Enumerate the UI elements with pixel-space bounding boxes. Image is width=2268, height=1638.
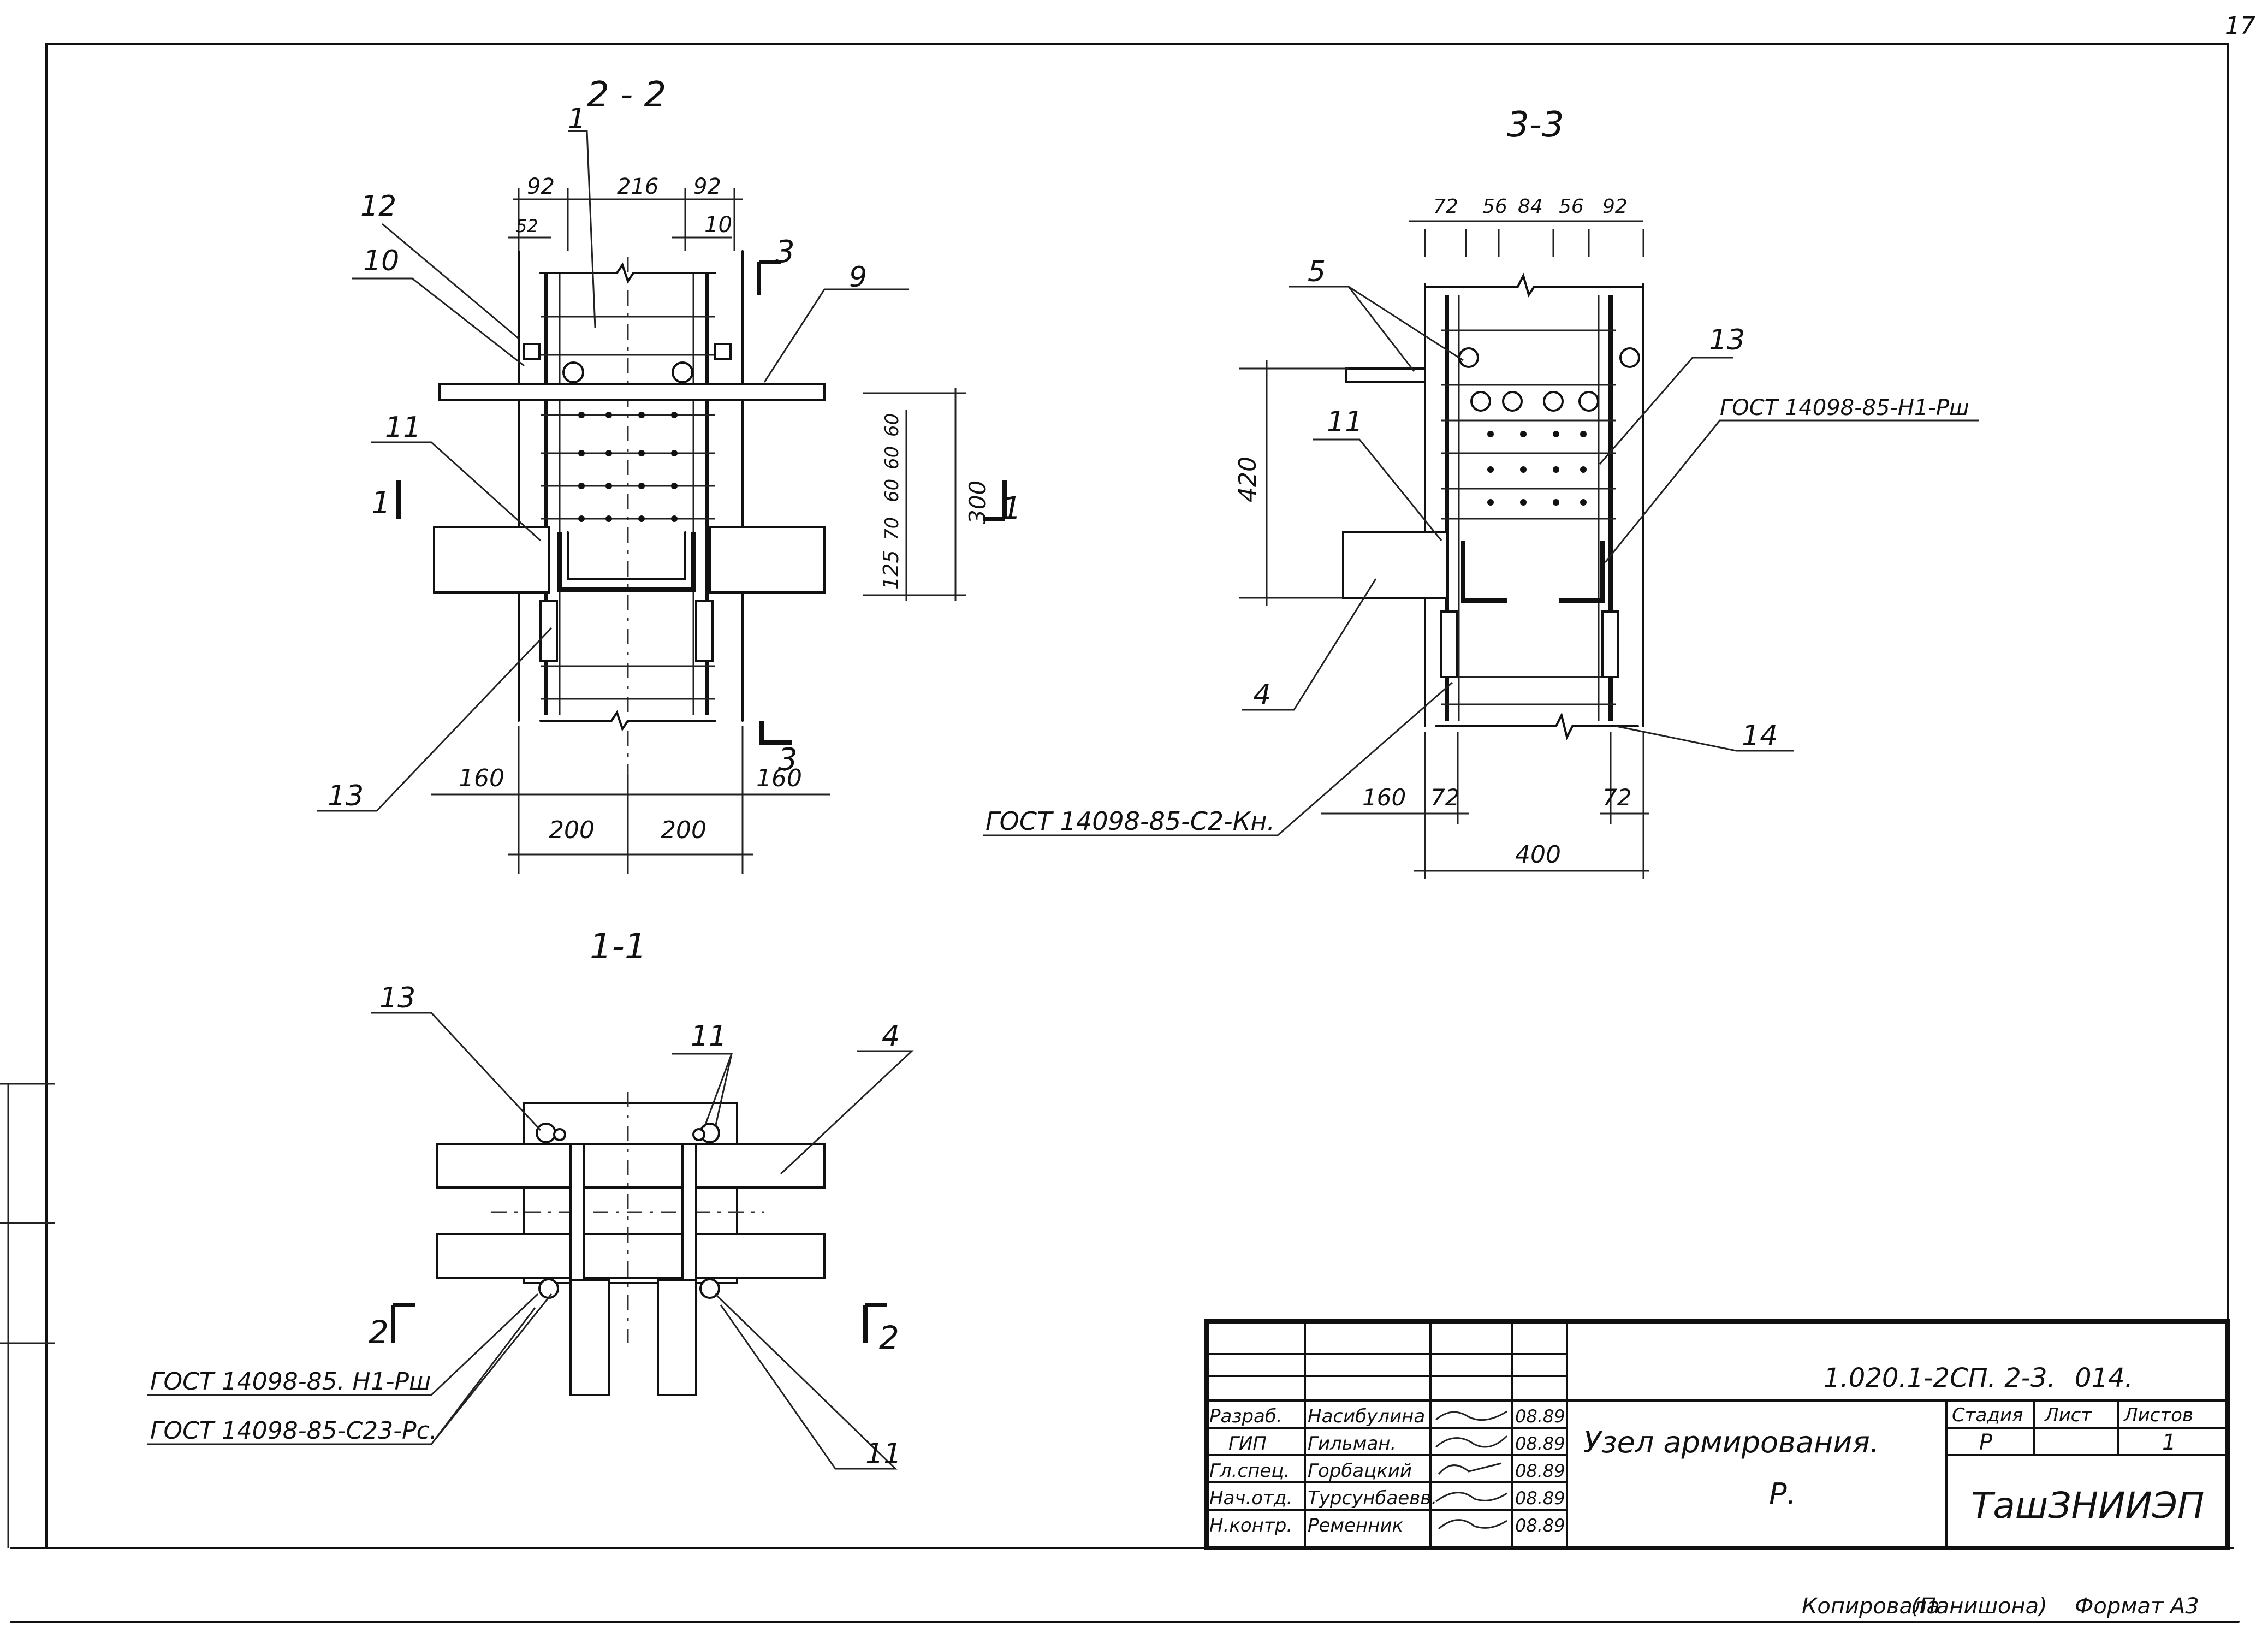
section-3-3: 3-3 5 11	[983, 105, 1979, 879]
role-glspec: Гл.спец.	[1209, 1460, 1290, 1482]
dim-400: 400	[1515, 841, 1561, 869]
section-1-1-callout-11-top: 11	[691, 1020, 727, 1053]
dim-216: 216	[617, 174, 658, 199]
role-gip: ГИП	[1228, 1433, 1267, 1455]
date-2: 08.89	[1515, 1433, 1565, 1454]
dim-10: 10	[704, 212, 732, 238]
dim-200-left: 200	[549, 816, 595, 844]
section-1-1-mark-2-left: 2	[369, 1314, 389, 1351]
doc-code: 1.020.1-2СП. 2-3.	[1824, 1363, 2056, 1393]
name-3: Горбацкий	[1308, 1460, 1412, 1482]
section-2-2-callout-11: 11	[385, 411, 421, 444]
section-1-1-callout-4: 4	[882, 1020, 900, 1053]
drawing-subtitle: Р.	[1769, 1477, 1796, 1511]
section-3-3-callout-11: 11	[1327, 406, 1363, 438]
section-2-2-callout-1-right: 1	[1002, 491, 1022, 526]
footer-format: Формат А3	[2075, 1594, 2199, 1619]
mesh-dots-3-3	[1487, 431, 1587, 506]
section-2-2-callout-3-top: 3	[775, 234, 795, 270]
dim-200-right: 200	[661, 816, 706, 844]
dim-72-top: 72	[1433, 195, 1458, 218]
section-1-1-callout-11-bottom: 11	[865, 1438, 901, 1470]
section-3-3-gost-top: ГОСТ 14098-85-Н1-Рш	[1720, 395, 1969, 420]
stage-value: Р	[1979, 1430, 1993, 1455]
section-1-1-callout-13: 13	[379, 982, 415, 1014]
section-2-2-callout-10: 10	[363, 245, 399, 277]
section-2-2-callout-13: 13	[328, 780, 364, 812]
section-3-3-callout-4: 4	[1253, 679, 1271, 711]
doc-code-suffix: 014.	[2075, 1363, 2133, 1393]
dim-125: 125	[879, 550, 903, 590]
stage-header: Стадия	[1952, 1404, 2023, 1426]
name-5: Ременник	[1308, 1515, 1404, 1536]
section-2-2-callout-1: 1	[568, 103, 586, 135]
name-2: Гильман.	[1308, 1433, 1396, 1455]
sheets-value: 1	[2162, 1430, 2176, 1455]
footer-copied: Копировала	[1802, 1594, 1940, 1619]
section-1-1: 1-1 13 11 4 11 2 2 ГОСТ 14098-85. Н1-Рш	[147, 927, 914, 1470]
mesh-dots-2-2	[578, 412, 678, 522]
section-3-3-top-dims: 72 56 84 56 92	[1409, 195, 1644, 257]
sheets-header: Листов	[2123, 1404, 2193, 1426]
role-razrab: Разраб.	[1209, 1405, 1283, 1427]
signatures	[1435, 1410, 1508, 1530]
dim-60-b: 60	[881, 446, 903, 470]
section-3-3-bottom-dims: 160 72 72 400	[1321, 732, 1649, 879]
dim-420: 420	[1234, 456, 1262, 502]
section-1-1-mark-2-right: 2	[879, 1319, 899, 1356]
dim-84: 84	[1518, 195, 1543, 218]
dim-160-left: 160	[459, 764, 504, 792]
dim-52: 52	[516, 216, 538, 236]
date-4: 08.89	[1515, 1488, 1565, 1509]
sheet-header: Лист	[2044, 1404, 2092, 1426]
dim-160-right: 160	[756, 764, 802, 792]
section-3-3-callout-5: 5	[1308, 256, 1326, 288]
section-3-3-callout-14: 14	[1742, 720, 1778, 752]
section-2-2-bottom-dims: 160 200 200 160	[431, 726, 830, 874]
sheet-number: 17	[2225, 12, 2255, 40]
section-1-1-title: 1-1	[590, 927, 647, 967]
dim-60-c: 60	[881, 413, 903, 437]
section-2-2-callout-1-left: 1	[371, 485, 391, 521]
organization: ТашЗНИИЭП	[1971, 1485, 2205, 1527]
dim-70: 70	[881, 517, 903, 541]
dim-92-right: 92	[693, 174, 721, 199]
footer: Копировала (Панишона) Формат А3	[1802, 1594, 2199, 1619]
dim-60-a: 60	[881, 479, 903, 502]
dim-56-a: 56	[1482, 195, 1507, 218]
section-2-2-top-dims: 92 216 92 52 10	[508, 174, 743, 251]
section-3-3-callout-13: 13	[1709, 324, 1745, 357]
section-2-2-callout-9: 9	[849, 261, 867, 294]
date-1: 08.89	[1515, 1406, 1565, 1427]
section-3-3-title: 3-3	[1507, 105, 1564, 145]
dim-56-b: 56	[1559, 195, 1584, 218]
name-4: Турсунбаевв.	[1308, 1487, 1437, 1509]
section-3-3-gost-bottom: ГОСТ 14098-85-С2-Кн.	[985, 806, 1275, 836]
title-block: 1.020.1-2СП. 2-3. 014. Разраб. ГИП Гл.сп…	[1204, 1319, 2230, 1550]
section-2-2-side-dims: 300 125 70 60 60 60	[863, 388, 991, 601]
dim-300: 300	[964, 480, 991, 524]
section-2-2: 2 - 2	[317, 75, 1022, 874]
date-5: 08.89	[1515, 1515, 1565, 1536]
section-1-1-gost-2: ГОСТ 14098-85-С23-Рс.	[150, 1417, 437, 1445]
name-1: Насибулина	[1308, 1405, 1425, 1427]
footer-copier: (Панишона)	[1911, 1594, 2047, 1619]
dim-92-left: 92	[527, 174, 555, 199]
role-nachotd: Нач.отд.	[1209, 1487, 1292, 1509]
section-2-2-callout-3-bottom: 3	[778, 742, 798, 778]
dim-72-left: 72	[1430, 784, 1459, 811]
drawing-title: Узел армирования.	[1583, 1425, 1879, 1459]
date-3: 08.89	[1515, 1461, 1565, 1481]
dim-92: 92	[1602, 195, 1628, 218]
dim-72-right: 72	[1602, 784, 1631, 811]
dim-160: 160	[1362, 784, 1406, 811]
section-2-2-callout-12: 12	[360, 190, 396, 223]
role-nkontr: Н.контр.	[1209, 1515, 1292, 1536]
section-2-2-title: 2 - 2	[587, 75, 666, 115]
section-1-1-gost-1: ГОСТ 14098-85. Н1-Рш	[150, 1368, 431, 1396]
